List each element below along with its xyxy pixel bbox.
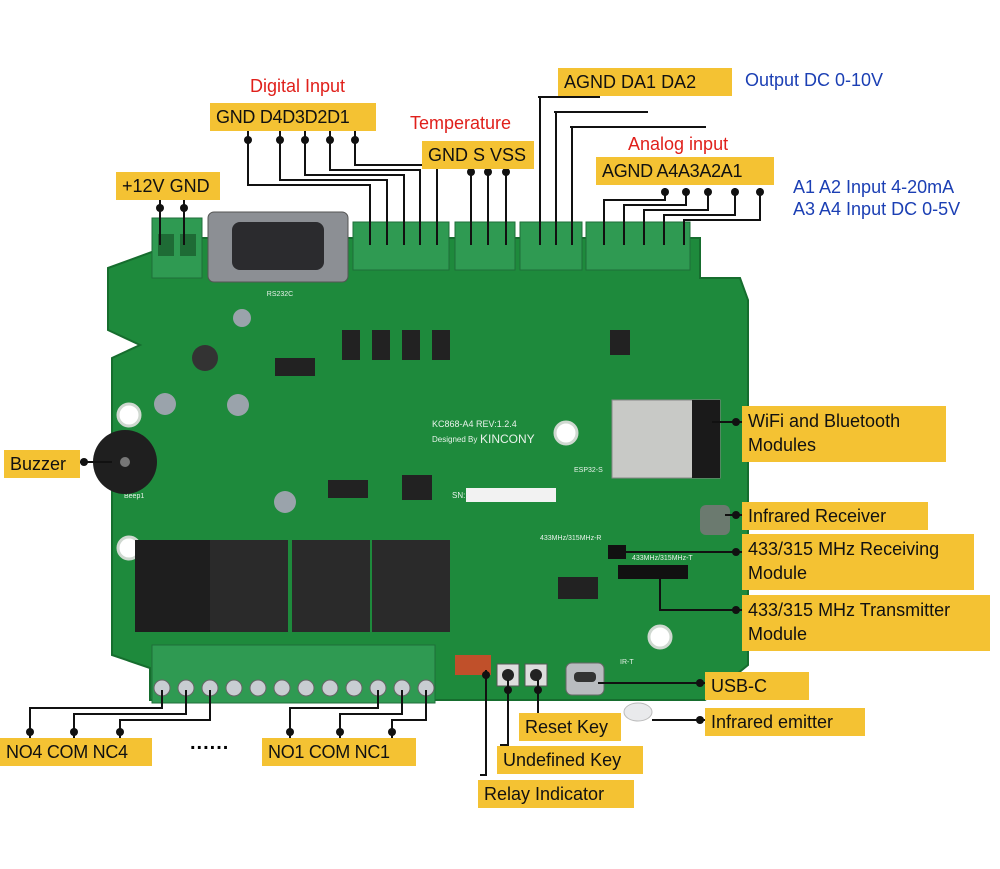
- wifi-label: WiFi and Bluetooth Modules: [742, 406, 946, 462]
- relay-right-label: NO1 COM NC1: [262, 738, 416, 766]
- digital-input-label: GND D4D3D2D1: [210, 103, 376, 131]
- temperature-heading: Temperature: [410, 113, 512, 133]
- ir-silk: IR-T: [620, 659, 634, 666]
- relay-com1: COM: [308, 742, 350, 762]
- relay-no1: NO1: [268, 742, 305, 762]
- relay-terminal-strip: [151, 644, 436, 704]
- relay-left-label: NO4 COM NC4: [0, 738, 152, 766]
- esp32-silk: ESP32-S: [574, 467, 603, 474]
- terminal-digital: [352, 221, 450, 271]
- undefined-key-label: Undefined Key: [497, 746, 643, 774]
- di-d4: D4: [259, 107, 283, 127]
- terminal-screws: [153, 679, 435, 697]
- relay-indicator-label: Relay Indicator: [478, 780, 634, 808]
- ai-a1: A1: [720, 161, 743, 181]
- terminal-analog: [585, 221, 691, 271]
- out-agnd: AGND: [564, 72, 617, 92]
- mounting-hole: [116, 402, 142, 428]
- analog-input-heading: Analog input: [628, 134, 729, 154]
- relay-no4: NO4: [6, 742, 43, 762]
- temp-vss: VSS: [490, 145, 527, 165]
- ir-emitter-part: [623, 702, 653, 722]
- relay-k2: [292, 540, 370, 632]
- temp-gnd: GND: [428, 145, 468, 165]
- ai-a2: A2: [699, 161, 721, 181]
- rx-silk: 433MHz/315MHz-R: [540, 535, 601, 542]
- beep-silk: Beep1: [124, 493, 144, 500]
- relay-nc4: NC4: [92, 742, 128, 762]
- out-da2: DA2: [661, 72, 697, 92]
- rx-module-label: 433/315 MHz Receiving Module: [742, 534, 974, 590]
- ai-agnd: AGND: [602, 161, 653, 181]
- power-gnd: GND: [169, 176, 210, 196]
- output-dc-heading: Output DC 0-10V: [745, 70, 884, 90]
- mounting-hole: [553, 420, 579, 446]
- power-label: +12V GND: [116, 172, 220, 200]
- sn-box: [466, 488, 556, 502]
- ir-receiver-label: Infrared Receiver: [742, 502, 928, 530]
- relay-k3: [210, 540, 288, 632]
- callout-dots: [26, 136, 764, 736]
- tx-module-label: 433/315 MHz Transmitter Module: [742, 595, 990, 651]
- ai-a4: A4: [656, 161, 679, 181]
- relay-com4: COM: [46, 742, 88, 762]
- di-d3: D3: [282, 107, 305, 127]
- analog-label: AGND A4A3A2A1: [596, 157, 774, 185]
- di-gnd: GND: [216, 107, 256, 127]
- digital-input-heading: Digital Input: [250, 76, 346, 96]
- board-model: KC868-A4 REV:1.2.4: [432, 419, 517, 429]
- di-d2: D2: [304, 107, 328, 127]
- led-bank: [455, 655, 491, 675]
- designed-by: Designed By: [432, 435, 477, 444]
- sn-silk: SN:: [452, 491, 465, 500]
- ir-receiver-part: [700, 505, 730, 535]
- output-label: AGND DA1 DA2: [558, 68, 732, 96]
- analog-note-1: A1 A2 Input 4-20mA: [793, 177, 955, 197]
- usb-c-label: USB-C: [705, 672, 809, 700]
- brand-silk: KINCONY: [480, 432, 535, 446]
- analog-note-2: A3 A4 Input DC 0-5V: [793, 199, 961, 219]
- relay-k1: [372, 540, 450, 632]
- di-d1: D1: [327, 107, 350, 127]
- power-12v: +12V: [122, 176, 165, 196]
- relay-k4: [135, 540, 210, 632]
- relay-nc1: NC1: [354, 742, 390, 762]
- relay-ellipsis: ......: [190, 732, 230, 754]
- ai-a3: A3: [677, 161, 700, 181]
- temperature-label: GND S VSS: [422, 141, 534, 169]
- tx-silk: 433MHz/315MHz-T: [632, 555, 693, 562]
- ir-emitter-label: Infrared emitter: [705, 708, 865, 736]
- rs232-silk: RS232C: [267, 291, 293, 298]
- mounting-hole: [647, 624, 673, 650]
- out-da1: DA1: [621, 72, 657, 92]
- buzzer-label: Buzzer: [4, 450, 80, 478]
- temp-s: S: [473, 145, 486, 165]
- reset-key-label: Reset Key: [519, 713, 621, 741]
